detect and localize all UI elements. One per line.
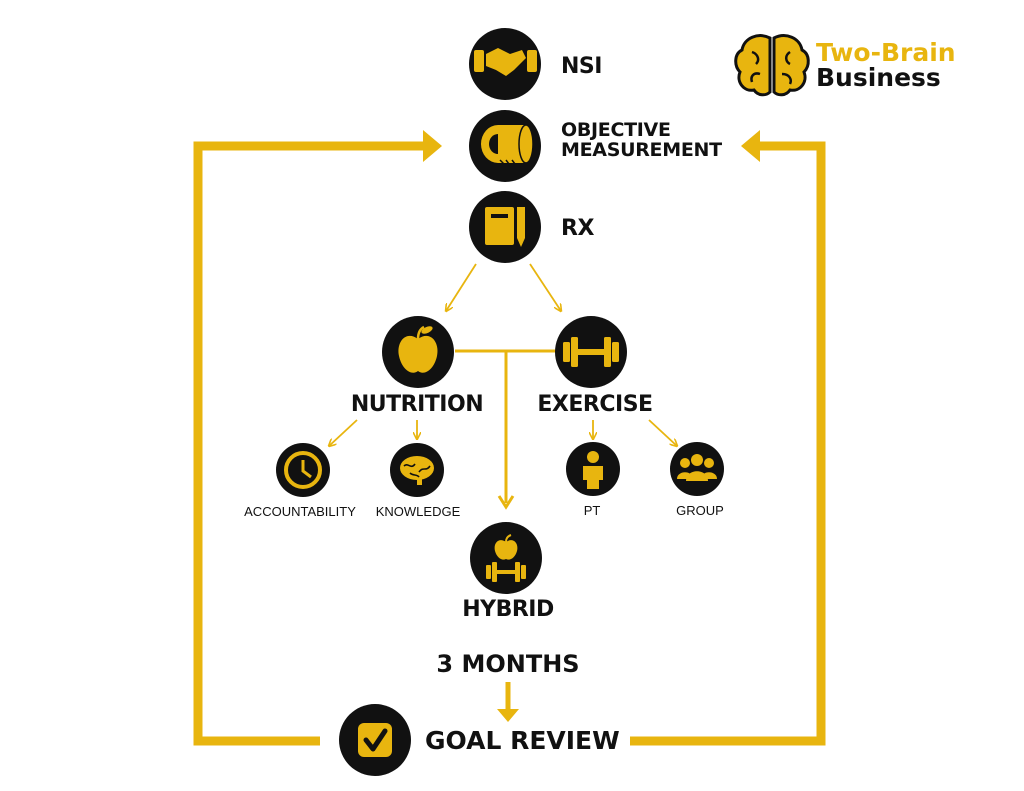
node-knowledge: KNOWLEDGE xyxy=(376,443,461,519)
node-hybrid: HYBRID xyxy=(462,522,554,622)
notebook-pencil-icon xyxy=(485,207,525,247)
pt-label: PT xyxy=(584,503,601,518)
brain-icon xyxy=(734,34,810,97)
three-months-label: 3 MONTHS xyxy=(436,650,579,678)
hybrid-label: HYBRID xyxy=(462,597,554,622)
rx-label: RX xyxy=(561,216,594,241)
group-icon xyxy=(677,454,717,481)
person-icon xyxy=(583,451,603,489)
apple-icon xyxy=(398,325,438,373)
review-loop-right xyxy=(630,130,826,746)
node-pt: PT xyxy=(566,442,620,518)
node-accountability: ACCOUNTABILITY xyxy=(244,443,356,519)
objective-label-line2: MEASUREMENT xyxy=(561,139,722,161)
tape-measure-icon xyxy=(481,124,534,165)
node-nutrition: NUTRITION xyxy=(351,316,484,417)
months-to-review-arrow xyxy=(497,682,519,722)
brand-name-line1: Two-Brain xyxy=(816,38,956,67)
node-objective-measurement: OBJECTIVE MEASUREMENT xyxy=(469,110,722,182)
objective-label-line1: OBJECTIVE xyxy=(561,119,671,141)
node-rx: RX xyxy=(469,191,595,263)
brand-logo: Two-Brain Business xyxy=(734,34,956,97)
checkbox-icon xyxy=(358,723,392,757)
node-nsi: NSI xyxy=(469,28,602,100)
node-group: GROUP xyxy=(670,442,724,518)
nutrition-label: NUTRITION xyxy=(351,392,483,417)
group-label: GROUP xyxy=(676,503,724,518)
knowledge-label: KNOWLEDGE xyxy=(376,504,461,519)
apple-dumbbell-icon xyxy=(486,534,526,582)
node-exercise: EXERCISE xyxy=(537,316,653,417)
brand-name-line2: Business xyxy=(816,63,941,92)
handshake-icon xyxy=(474,48,537,76)
review-loop-left xyxy=(193,130,442,746)
hybrid-connector xyxy=(455,349,558,510)
dumbbell-icon xyxy=(563,337,619,367)
clock-icon xyxy=(284,451,322,489)
nsi-label: NSI xyxy=(561,54,602,79)
connectors xyxy=(329,263,677,446)
node-goal-review: GOAL REVIEW xyxy=(339,704,620,776)
exercise-label: EXERCISE xyxy=(537,392,652,417)
brain-icon xyxy=(400,456,434,485)
accountability-label: ACCOUNTABILITY xyxy=(244,504,356,519)
goal-review-label: GOAL REVIEW xyxy=(425,726,620,755)
